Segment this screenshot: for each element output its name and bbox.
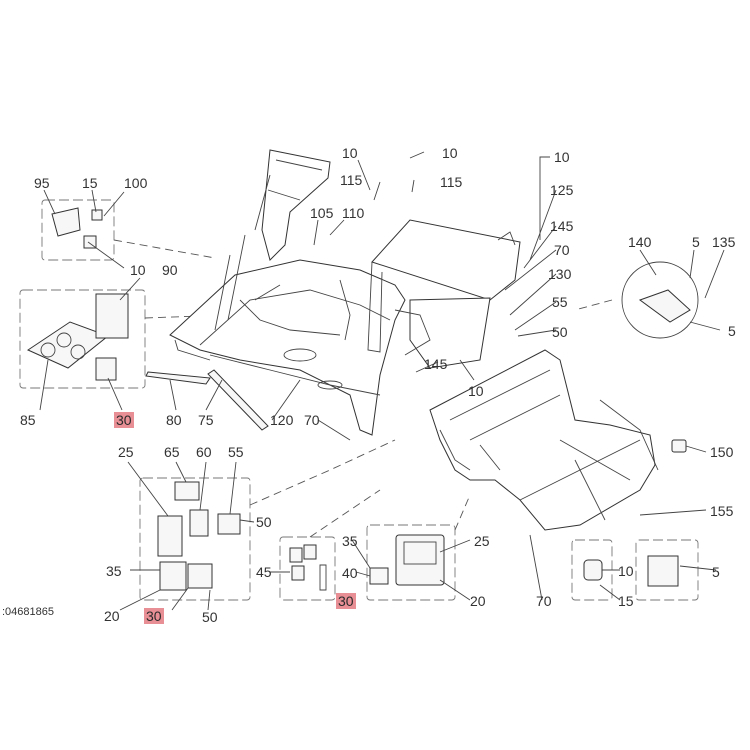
callout-55: 55 [228,444,244,460]
callout-50: 50 [256,514,272,530]
relay-45b [303,544,317,560]
detail-box-left [19,289,146,389]
rail-80 [145,371,211,385]
chassis-frame [169,149,406,436]
holder-5 [647,555,679,587]
detail-box-bottom-right-b [635,539,699,601]
callout-30-highlighted: 30 [114,412,134,428]
callout-155: 155 [710,503,734,519]
bracket-95 [51,207,81,237]
display-25 [157,515,183,557]
document-id: :04681865 [2,606,54,618]
callout-145: 145 [550,218,574,234]
callout-35: 35 [106,563,122,579]
callout-145: 145 [424,356,448,372]
callout-105: 105 [310,205,334,221]
callout-10: 10 [468,383,484,399]
detail-box-bottom-left [139,477,251,601]
callout-100: 100 [124,175,148,191]
detail-circle-right [621,261,699,339]
controller-25 [395,534,445,586]
relay-45a [289,547,303,563]
callout-10: 10 [342,145,358,161]
control-box-90 [95,293,129,339]
drum-assembly [429,349,659,531]
module-30-left [95,357,117,381]
callout-10: 10 [554,149,570,165]
relay-100 [83,235,97,249]
callout-90: 90 [162,262,178,278]
cap-150 [671,439,687,453]
rail-75 [207,369,269,431]
callout-150: 150 [710,444,734,460]
module-30-bottom [187,563,213,589]
callout-20: 20 [470,593,486,609]
callout-85: 85 [20,412,36,428]
callout-120: 120 [270,412,294,428]
box-60 [189,509,209,537]
detail-box-bottom-mid [279,536,336,601]
callout-15: 15 [82,175,98,191]
callout-55: 55 [552,294,568,310]
callout-45: 45 [256,564,272,580]
callout-140: 140 [628,234,652,250]
callout-80: 80 [166,412,182,428]
callout-50: 50 [202,609,218,625]
callout-135: 135 [712,234,736,250]
callout-25: 25 [118,444,134,460]
callout-130: 130 [548,266,572,282]
joint-135 [638,289,691,323]
callout-70: 70 [554,242,570,258]
box-65 [174,481,200,501]
callout-110: 110 [342,205,365,221]
relay-45c [291,565,305,581]
callout-70: 70 [304,412,320,428]
clip-15 [583,559,603,581]
callout-115: 115 [340,172,363,188]
cab-assembly [367,219,521,369]
callout-60: 60 [196,444,212,460]
callout-5: 5 [728,323,736,339]
callout-25: 25 [474,533,490,549]
callout-10: 10 [618,563,634,579]
module-30-center [369,567,389,585]
callout-65: 65 [164,444,180,460]
callout-70: 70 [536,593,552,609]
callout-95: 95 [34,175,50,191]
plate-20 [159,561,187,591]
detail-box-bottom-center [366,524,456,601]
callout-5: 5 [712,564,720,580]
callout-10: 10 [130,262,146,278]
box-55 [217,513,241,535]
callout-115: 115 [440,174,463,190]
callout-15: 15 [618,593,634,609]
callout-50: 50 [552,324,568,340]
detail-box-top-left [41,199,115,261]
callout-20: 20 [104,608,120,624]
callout-10: 10 [442,145,458,161]
sensor-15 [91,209,103,221]
callout-5: 5 [692,234,700,250]
callout-75: 75 [198,412,214,428]
callout-40: 40 [342,565,358,581]
callout-125: 125 [550,182,574,198]
callout-30-highlighted: 30 [144,608,164,624]
callout-30-highlighted: 30 [336,593,356,609]
callout-35: 35 [342,533,358,549]
